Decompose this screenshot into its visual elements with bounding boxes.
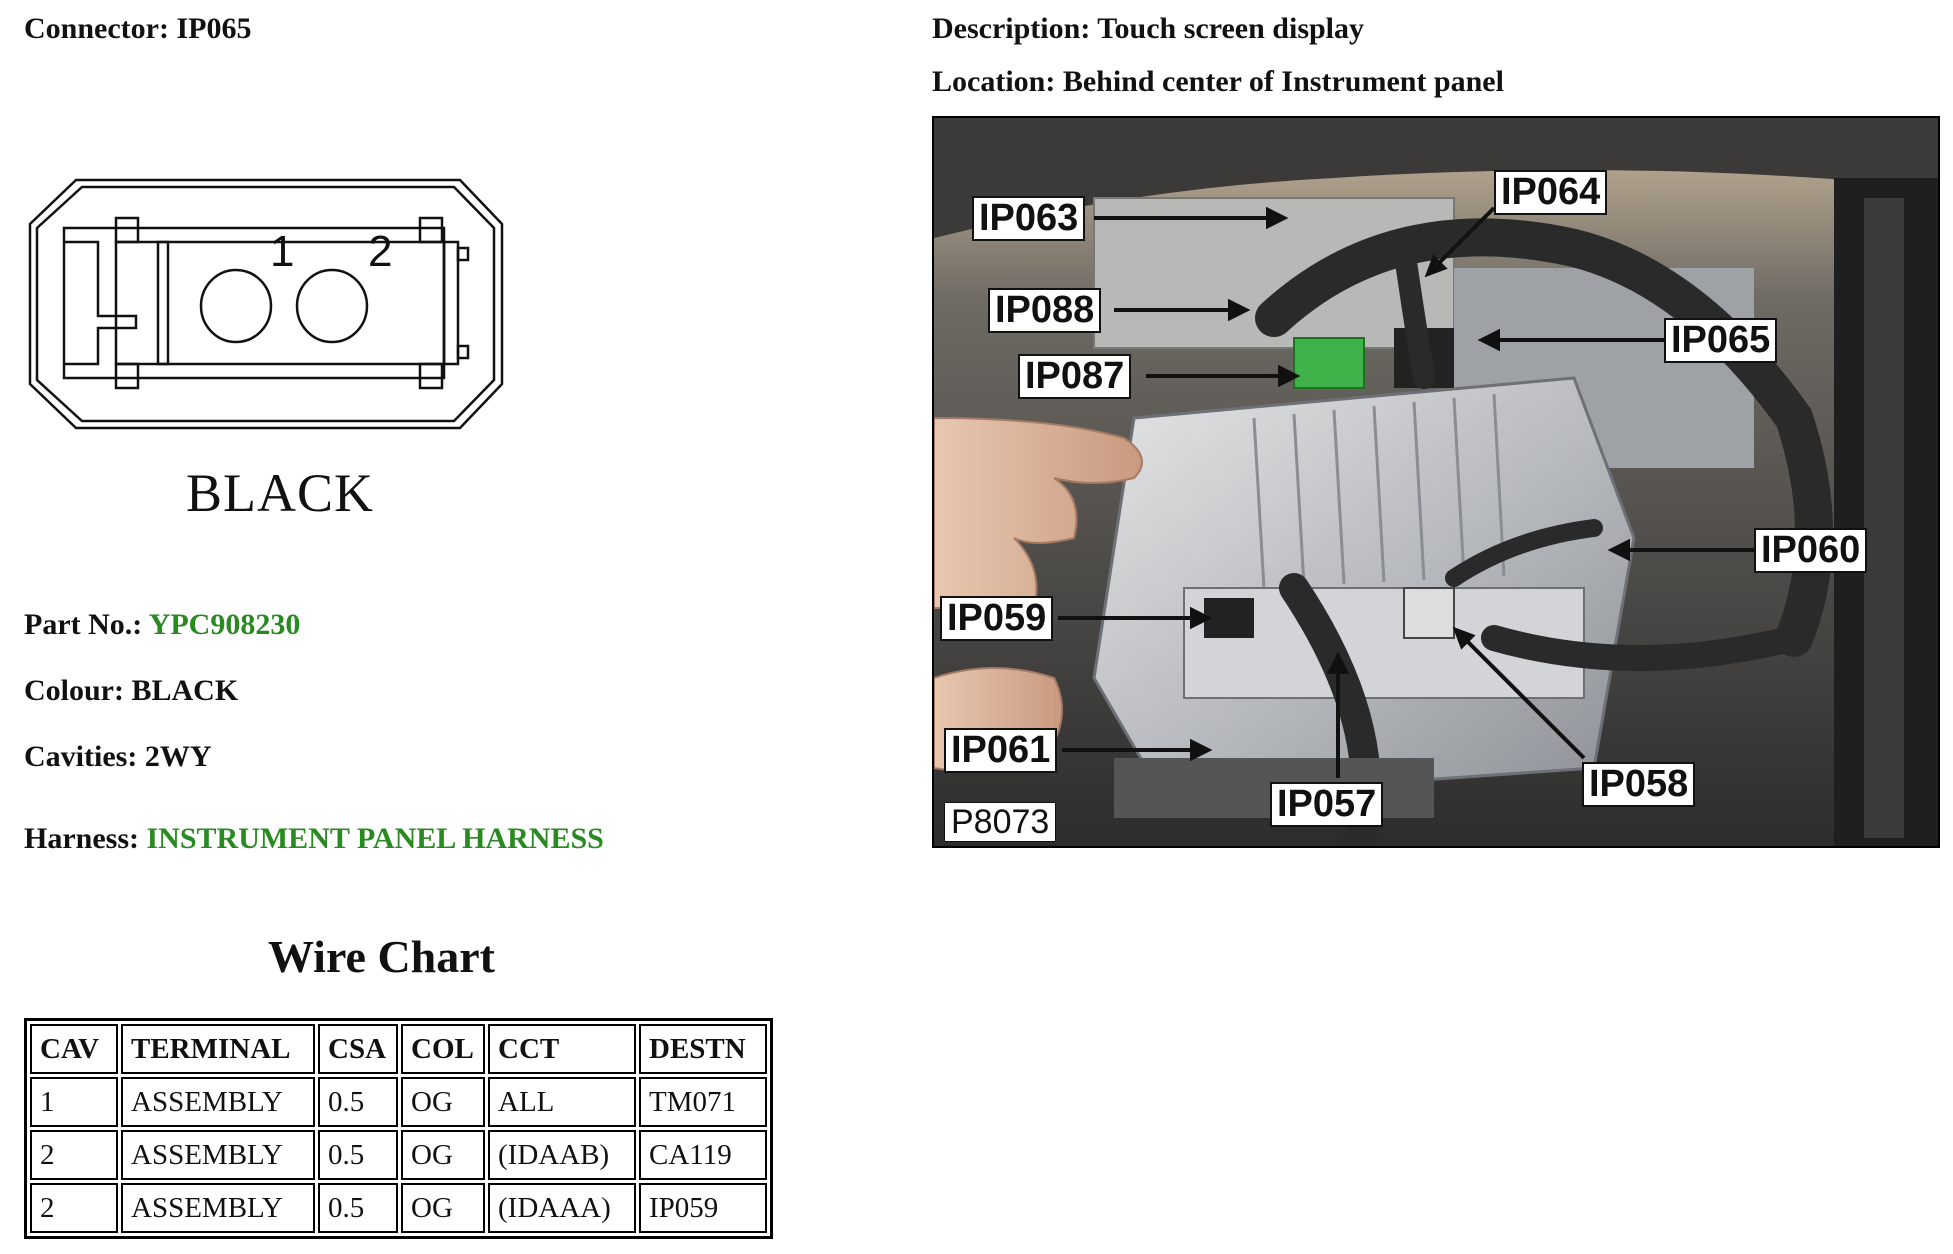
cell-destn: IP059 [639, 1183, 767, 1233]
cell-terminal: ASSEMBLY [121, 1130, 315, 1180]
connector-heading: Connector: IP065 [24, 14, 251, 44]
part-number-line: Part No.: YPC908230 [24, 610, 300, 640]
description-value: Touch screen display [1097, 12, 1365, 45]
connector-face-diagram: 1 2 [28, 178, 504, 430]
table-row: 2 ASSEMBLY 0.5 OG (IDAAB) CA119 [30, 1130, 767, 1180]
wire-chart-title: Wire Chart [268, 931, 495, 982]
cell-cct: ALL [488, 1077, 636, 1127]
header-cct: CCT [488, 1024, 636, 1074]
callout-ip088: IP088 [988, 288, 1102, 333]
cavity-number-1: 1 [270, 227, 294, 276]
location-value: Behind center of Instrument panel [1062, 65, 1504, 98]
cell-terminal: ASSEMBLY [121, 1183, 315, 1233]
callout-ip057: IP057 [1270, 782, 1384, 827]
table-row: 1 ASSEMBLY 0.5 OG ALL TM071 [30, 1077, 767, 1127]
callout-ip063: IP063 [972, 196, 1086, 241]
cell-csa: 0.5 [318, 1183, 398, 1233]
cell-cct: (IDAAB) [488, 1130, 636, 1180]
cell-cav: 2 [30, 1130, 118, 1180]
cavities-label: Cavities: [24, 740, 138, 773]
cell-terminal: ASSEMBLY [121, 1077, 315, 1127]
location-label: Location: [932, 65, 1056, 98]
connector-location-photo: IP063 IP064 IP088 IP065 IP087 IP060 IP05… [932, 116, 1940, 848]
location-line: Location: Behind center of Instrument pa… [932, 67, 1504, 97]
cell-destn: CA119 [639, 1130, 767, 1180]
cavities-value: 2WY [144, 740, 212, 773]
cell-csa: 0.5 [318, 1130, 398, 1180]
cell-col: OG [401, 1183, 485, 1233]
callout-ip065: IP065 [1664, 318, 1778, 363]
connector-label: Connector: [24, 12, 169, 45]
cell-cav: 2 [30, 1183, 118, 1233]
header-terminal: TERMINAL [121, 1024, 315, 1074]
description-line: Description: Touch screen display [932, 14, 1364, 44]
cell-col: OG [401, 1077, 485, 1127]
cavities-line: Cavities: 2WY [24, 742, 211, 772]
colour-line: Colour: BLACK [24, 676, 238, 706]
harness-line: Harness: INSTRUMENT PANEL HARNESS [24, 824, 604, 854]
header-cav: CAV [30, 1024, 118, 1074]
header-csa: CSA [318, 1024, 398, 1074]
part-number-link[interactable]: YPC908230 [148, 608, 301, 641]
photo-reference-id: P8073 [944, 802, 1057, 842]
callout-ip058: IP058 [1582, 762, 1696, 807]
colour-label: Colour: [24, 674, 124, 707]
table-row: 2 ASSEMBLY 0.5 OG (IDAAA) IP059 [30, 1183, 767, 1233]
cavity-2 [295, 268, 369, 344]
cavity-1 [199, 268, 273, 344]
cell-col: OG [401, 1130, 485, 1180]
cell-destn: TM071 [639, 1077, 767, 1127]
connector-color-caption: BLACK [186, 463, 375, 523]
part-number-label: Part No.: [24, 608, 143, 641]
cell-csa: 0.5 [318, 1077, 398, 1127]
callout-ip064: IP064 [1494, 170, 1608, 215]
connector-value: IP065 [176, 12, 252, 45]
harness-label: Harness: [24, 822, 139, 855]
callout-ip061: IP061 [944, 728, 1058, 773]
description-label: Description: [932, 12, 1091, 45]
callout-ip059: IP059 [940, 596, 1054, 641]
header-destn: DESTN [639, 1024, 767, 1074]
wire-chart-header-row: CAV TERMINAL CSA COL CCT DESTN [30, 1024, 767, 1074]
wire-chart-table: CAV TERMINAL CSA COL CCT DESTN 1 ASSEMBL… [24, 1018, 773, 1239]
colour-value: BLACK [131, 674, 239, 707]
header-col: COL [401, 1024, 485, 1074]
cavity-number-2: 2 [368, 227, 392, 276]
cell-cct: (IDAAA) [488, 1183, 636, 1233]
callout-ip060: IP060 [1754, 528, 1868, 573]
harness-link[interactable]: INSTRUMENT PANEL HARNESS [146, 822, 604, 855]
callout-ip087: IP087 [1018, 354, 1132, 399]
cell-cav: 1 [30, 1077, 118, 1127]
